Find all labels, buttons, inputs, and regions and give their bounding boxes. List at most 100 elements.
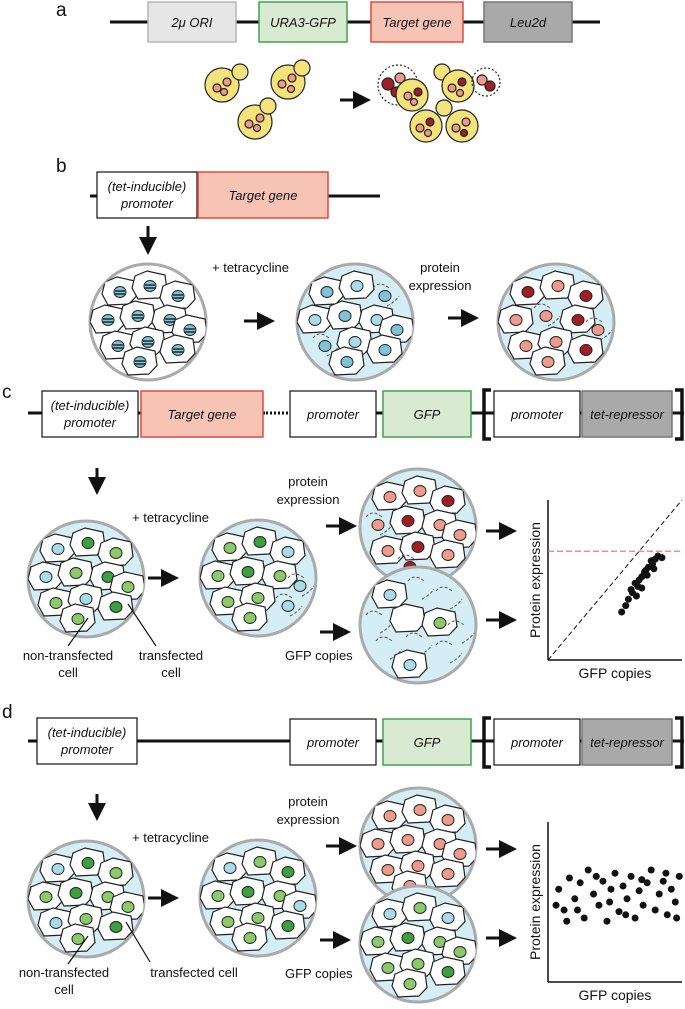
data-point — [560, 906, 568, 914]
nucleus — [69, 567, 83, 579]
nucleus — [131, 310, 145, 322]
data-point — [650, 565, 658, 573]
nucleus — [51, 543, 65, 555]
nucleus — [109, 921, 123, 933]
data-point — [599, 877, 607, 885]
data-point — [635, 576, 643, 584]
nucleus — [591, 324, 605, 336]
cell-remnant — [407, 576, 435, 600]
label-protein-c-1: protein — [288, 474, 328, 489]
nucleus — [403, 978, 417, 990]
nucleus — [318, 340, 332, 352]
y-axis-label: Protein expression — [527, 522, 543, 638]
nucleus — [390, 324, 404, 336]
nucleus — [371, 838, 385, 850]
nucleus — [453, 529, 467, 541]
box-tet-repressor-c: tet-repressor — [581, 390, 673, 438]
data-point — [673, 914, 681, 922]
data-point — [611, 869, 619, 877]
yeast-cells-left — [204, 59, 311, 140]
data-point — [576, 879, 584, 887]
dish-b-tetracycline — [295, 262, 415, 382]
nucleus — [383, 491, 397, 503]
data-point — [632, 592, 640, 600]
data-point — [592, 872, 600, 880]
data-point — [618, 608, 626, 616]
svg-text:Target gene: Target gene — [168, 407, 237, 422]
cell-remnant — [435, 640, 463, 664]
nucleus — [383, 589, 397, 601]
cell-remnant — [533, 303, 561, 327]
cell-remnant — [447, 620, 475, 644]
data-point — [584, 866, 592, 874]
nucleus — [111, 340, 125, 352]
box-target-gene-a: Target gene — [370, 1, 464, 43]
box-target-gene-b: Target gene — [197, 171, 329, 219]
box-ura3-gfp: URA3-GFP — [258, 1, 348, 43]
nucleus — [71, 933, 85, 945]
nucleus — [381, 864, 395, 876]
label-protein-c-2: expression — [277, 492, 340, 507]
nucleus — [79, 913, 93, 925]
data-point — [622, 602, 630, 610]
label-nontransfected-c-2: cell — [58, 665, 78, 680]
nucleus — [39, 891, 53, 903]
nucleus — [308, 314, 322, 326]
data-point — [622, 911, 630, 919]
nucleus — [81, 857, 95, 869]
data-point — [555, 885, 563, 893]
nucleus — [281, 866, 295, 878]
box-promoter3-c: promoter — [493, 390, 581, 438]
svg-text:tet-repressor: tet-repressor — [590, 735, 664, 750]
nucleus — [338, 310, 352, 322]
box-gfp-c: GFP — [382, 390, 472, 438]
box-promoter-c: promoter — [289, 390, 377, 438]
nucleus — [49, 597, 63, 609]
cell-remnant — [375, 636, 403, 660]
box-2u-ori: 2μ ORI — [147, 1, 237, 43]
data-point — [671, 898, 679, 906]
nucleus — [411, 958, 425, 970]
dish-c-transfected — [26, 519, 146, 639]
box-tet-repressor-d: tet-repressor — [581, 718, 673, 766]
dish-b-expression — [496, 262, 616, 382]
yeast-cells-right — [377, 63, 501, 143]
cell-remnant — [435, 586, 463, 610]
nucleus — [293, 900, 307, 912]
nucleus — [109, 601, 123, 613]
nucleus — [320, 286, 334, 298]
data-point — [643, 571, 651, 579]
data-point — [647, 866, 655, 874]
nucleus — [539, 310, 553, 322]
nucleus — [243, 612, 257, 624]
nucleus — [378, 344, 392, 356]
nucleus — [383, 908, 397, 920]
svg-text:(tet-inducible): (tet-inducible) — [48, 725, 127, 740]
data-point — [606, 898, 614, 906]
cell-remnant — [312, 333, 340, 357]
label-transfected-d: transfected cell — [150, 965, 238, 980]
nucleus — [281, 600, 295, 612]
data-point — [662, 869, 670, 877]
cell — [389, 603, 426, 633]
panel-label-d: d — [2, 702, 13, 723]
label-protein-d-1: protein — [288, 794, 328, 809]
data-point — [619, 882, 627, 890]
bracket-left-d — [482, 716, 491, 769]
nucleus — [371, 519, 385, 531]
nucleus — [71, 613, 85, 625]
x-axis-label: GFP copies — [579, 987, 652, 1003]
nucleus — [113, 286, 127, 298]
panel-label-c: c — [2, 382, 12, 403]
nucleus — [453, 946, 467, 958]
pointer-nontransfected-c — [67, 617, 89, 647]
label-protein-b-2: expression — [409, 278, 472, 293]
label-nontransfected-d-1: non-transfected — [19, 965, 109, 980]
nucleus — [403, 659, 417, 671]
box-promoter3-d: promoter — [493, 718, 581, 766]
svg-text:promoter: promoter — [510, 735, 564, 750]
svg-text:promoter: promoter — [63, 415, 117, 430]
svg-text:(tet-inducible): (tet-inducible) — [108, 179, 187, 194]
pointer-transfected-c — [127, 603, 157, 647]
